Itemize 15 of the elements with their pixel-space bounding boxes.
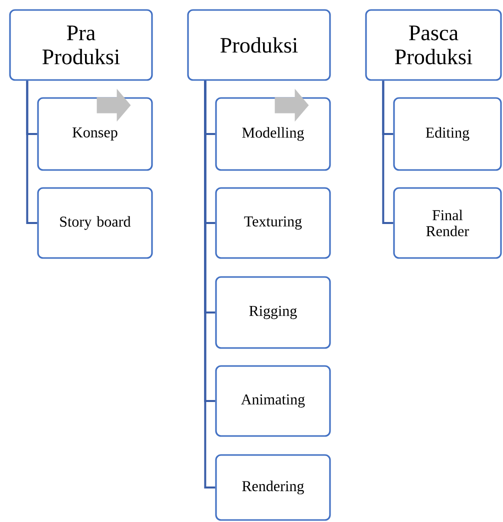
header-box: Pra Produksi (9, 9, 153, 81)
step-box: Final Render (393, 187, 502, 259)
header-box: Produksi (187, 9, 331, 81)
step-box: Konsep (37, 97, 153, 171)
header-box: Pasca Produksi (365, 9, 502, 81)
step-box: Modelling (215, 97, 331, 171)
step-box: Animating (215, 365, 331, 437)
step-box: Editing (393, 97, 502, 171)
step-box: Rigging (215, 276, 331, 349)
step-box: Story board (37, 187, 153, 259)
connector-line (204, 80, 216, 488)
connector-line (26, 80, 38, 224)
step-box: Rendering (215, 454, 331, 521)
step-box: Texturing (215, 187, 331, 259)
connector-line (382, 80, 394, 224)
